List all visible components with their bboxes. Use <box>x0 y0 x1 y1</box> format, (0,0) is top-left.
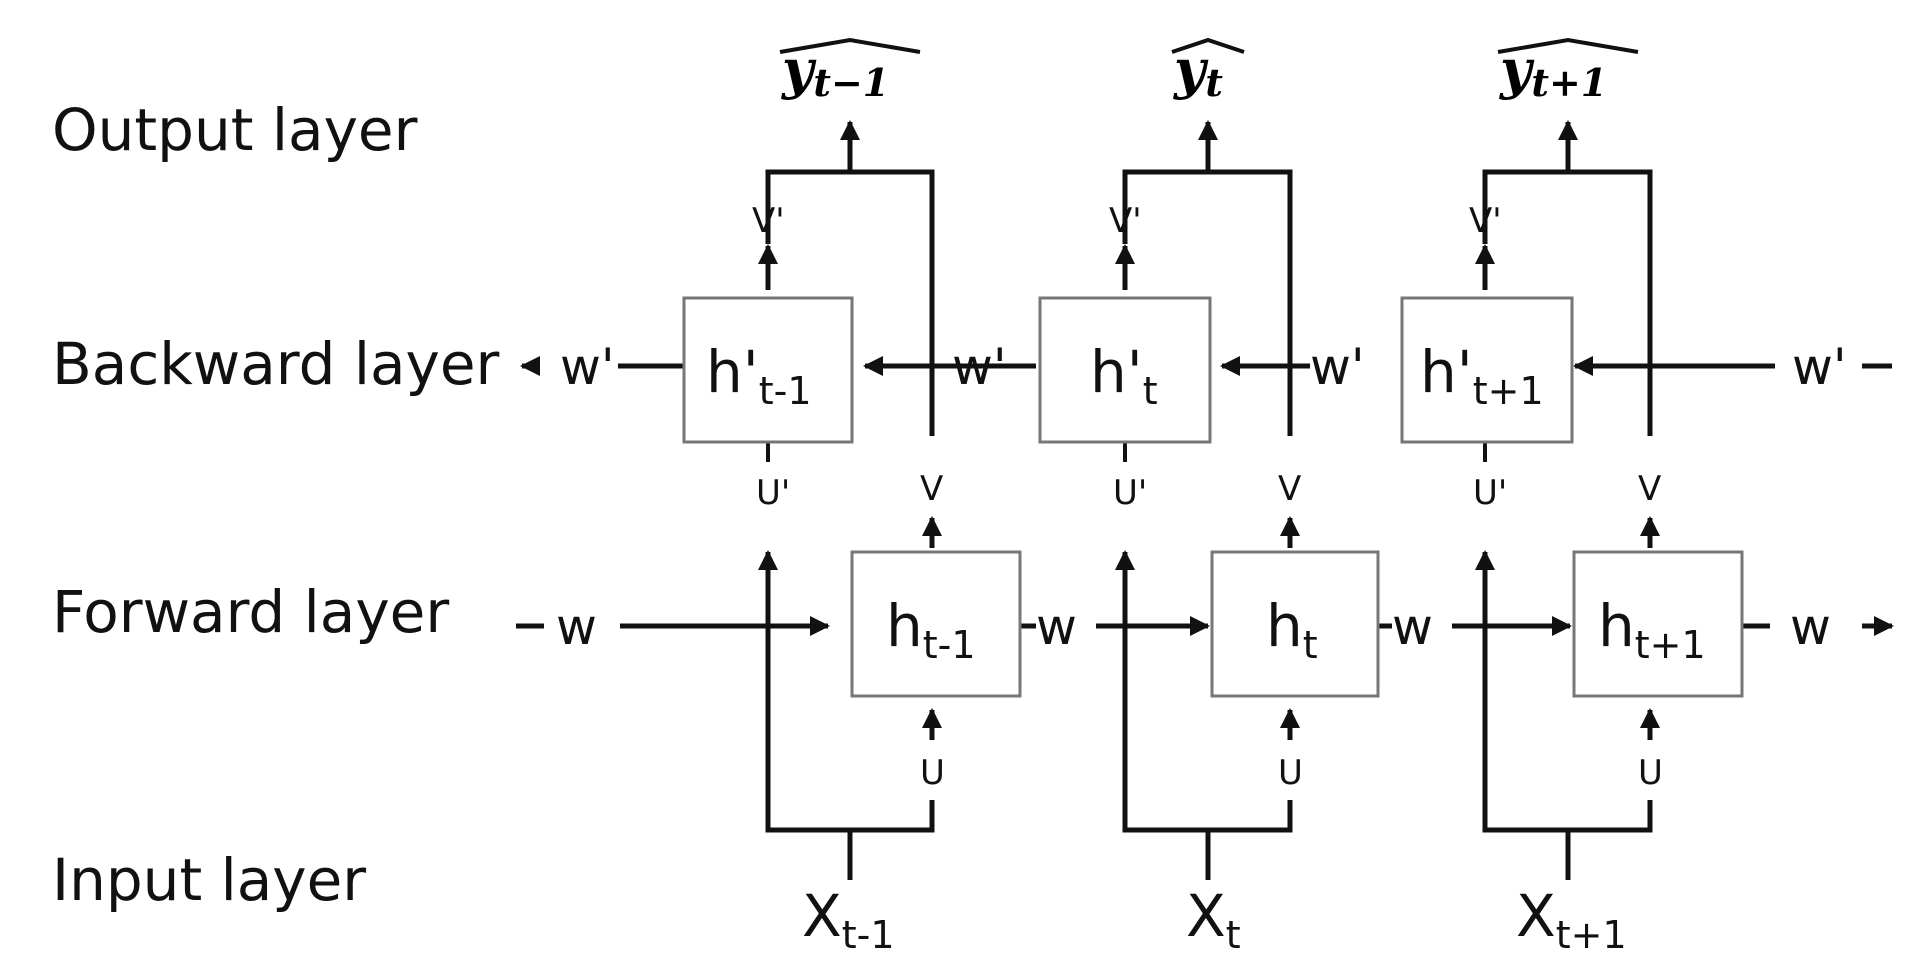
input-layer-label: Input layer <box>52 846 366 914</box>
input-x-label: Xt-1 <box>802 882 895 957</box>
u-label: U <box>1278 753 1303 793</box>
svg-text:yt−1: yt−1 <box>781 37 889 105</box>
forward-node-label: ht <box>1266 592 1318 667</box>
input-split-line <box>765 552 853 840</box>
svg-text:yt: yt <box>1173 37 1223 105</box>
backward-weight-label: w' <box>1792 338 1847 396</box>
output-y-hat: yt−1 <box>779 37 921 105</box>
v-label: V <box>1278 469 1301 509</box>
input-split-line <box>1208 800 1293 833</box>
u-prime-label: U' <box>1473 473 1507 513</box>
u-label: U <box>920 753 945 793</box>
backward-node-label: h't-1 <box>706 338 812 413</box>
output-layer-label: Output layer <box>52 96 418 164</box>
v-prime-label: V' <box>752 201 785 241</box>
u-prime-label: U' <box>1113 473 1147 513</box>
forward-weight-label: w <box>1392 598 1433 656</box>
forward-node-box <box>850 550 1022 698</box>
output-y-hat: yt+1 <box>1497 37 1639 105</box>
backward-node-label: h't+1 <box>1420 338 1544 413</box>
output-y-hat: yt <box>1171 37 1245 105</box>
forward-weight-label: w <box>556 598 597 656</box>
input-x-label: Xt+1 <box>1516 882 1627 957</box>
forward-weight-label: w <box>1790 598 1831 656</box>
v-prime-label: V' <box>1109 201 1142 241</box>
svg-text:yt+1: yt+1 <box>1499 37 1607 105</box>
backward-weight-label: w' <box>560 338 615 396</box>
u-prime-label: U' <box>756 473 790 513</box>
backward-weight-label: w' <box>952 338 1007 396</box>
v-label: V <box>920 469 943 509</box>
forward-layer-label: Forward layer <box>52 578 449 646</box>
forward-node-box <box>1572 550 1744 698</box>
backward-layer-label: Backward layer <box>52 330 500 398</box>
input-split-line <box>850 800 935 833</box>
v-label: V <box>1638 469 1661 509</box>
input-x-label: Xt <box>1186 882 1241 957</box>
input-split-line <box>1122 552 1211 840</box>
input-split-line <box>1482 552 1571 840</box>
backward-weight-label: w' <box>1310 338 1365 396</box>
v-prime-label: V' <box>1469 201 1502 241</box>
forward-node-label: ht-1 <box>886 592 976 667</box>
forward-weight-label: w <box>1036 598 1077 656</box>
backward-node-label: h't <box>1090 338 1158 413</box>
backward-node-box <box>1038 296 1212 444</box>
forward-node-box <box>1210 550 1380 698</box>
forward-node-label: ht+1 <box>1598 592 1706 667</box>
backward-node-box <box>682 296 854 444</box>
u-label: U <box>1638 753 1663 793</box>
backward-node-box <box>1400 296 1574 444</box>
input-split-line <box>1568 800 1653 833</box>
